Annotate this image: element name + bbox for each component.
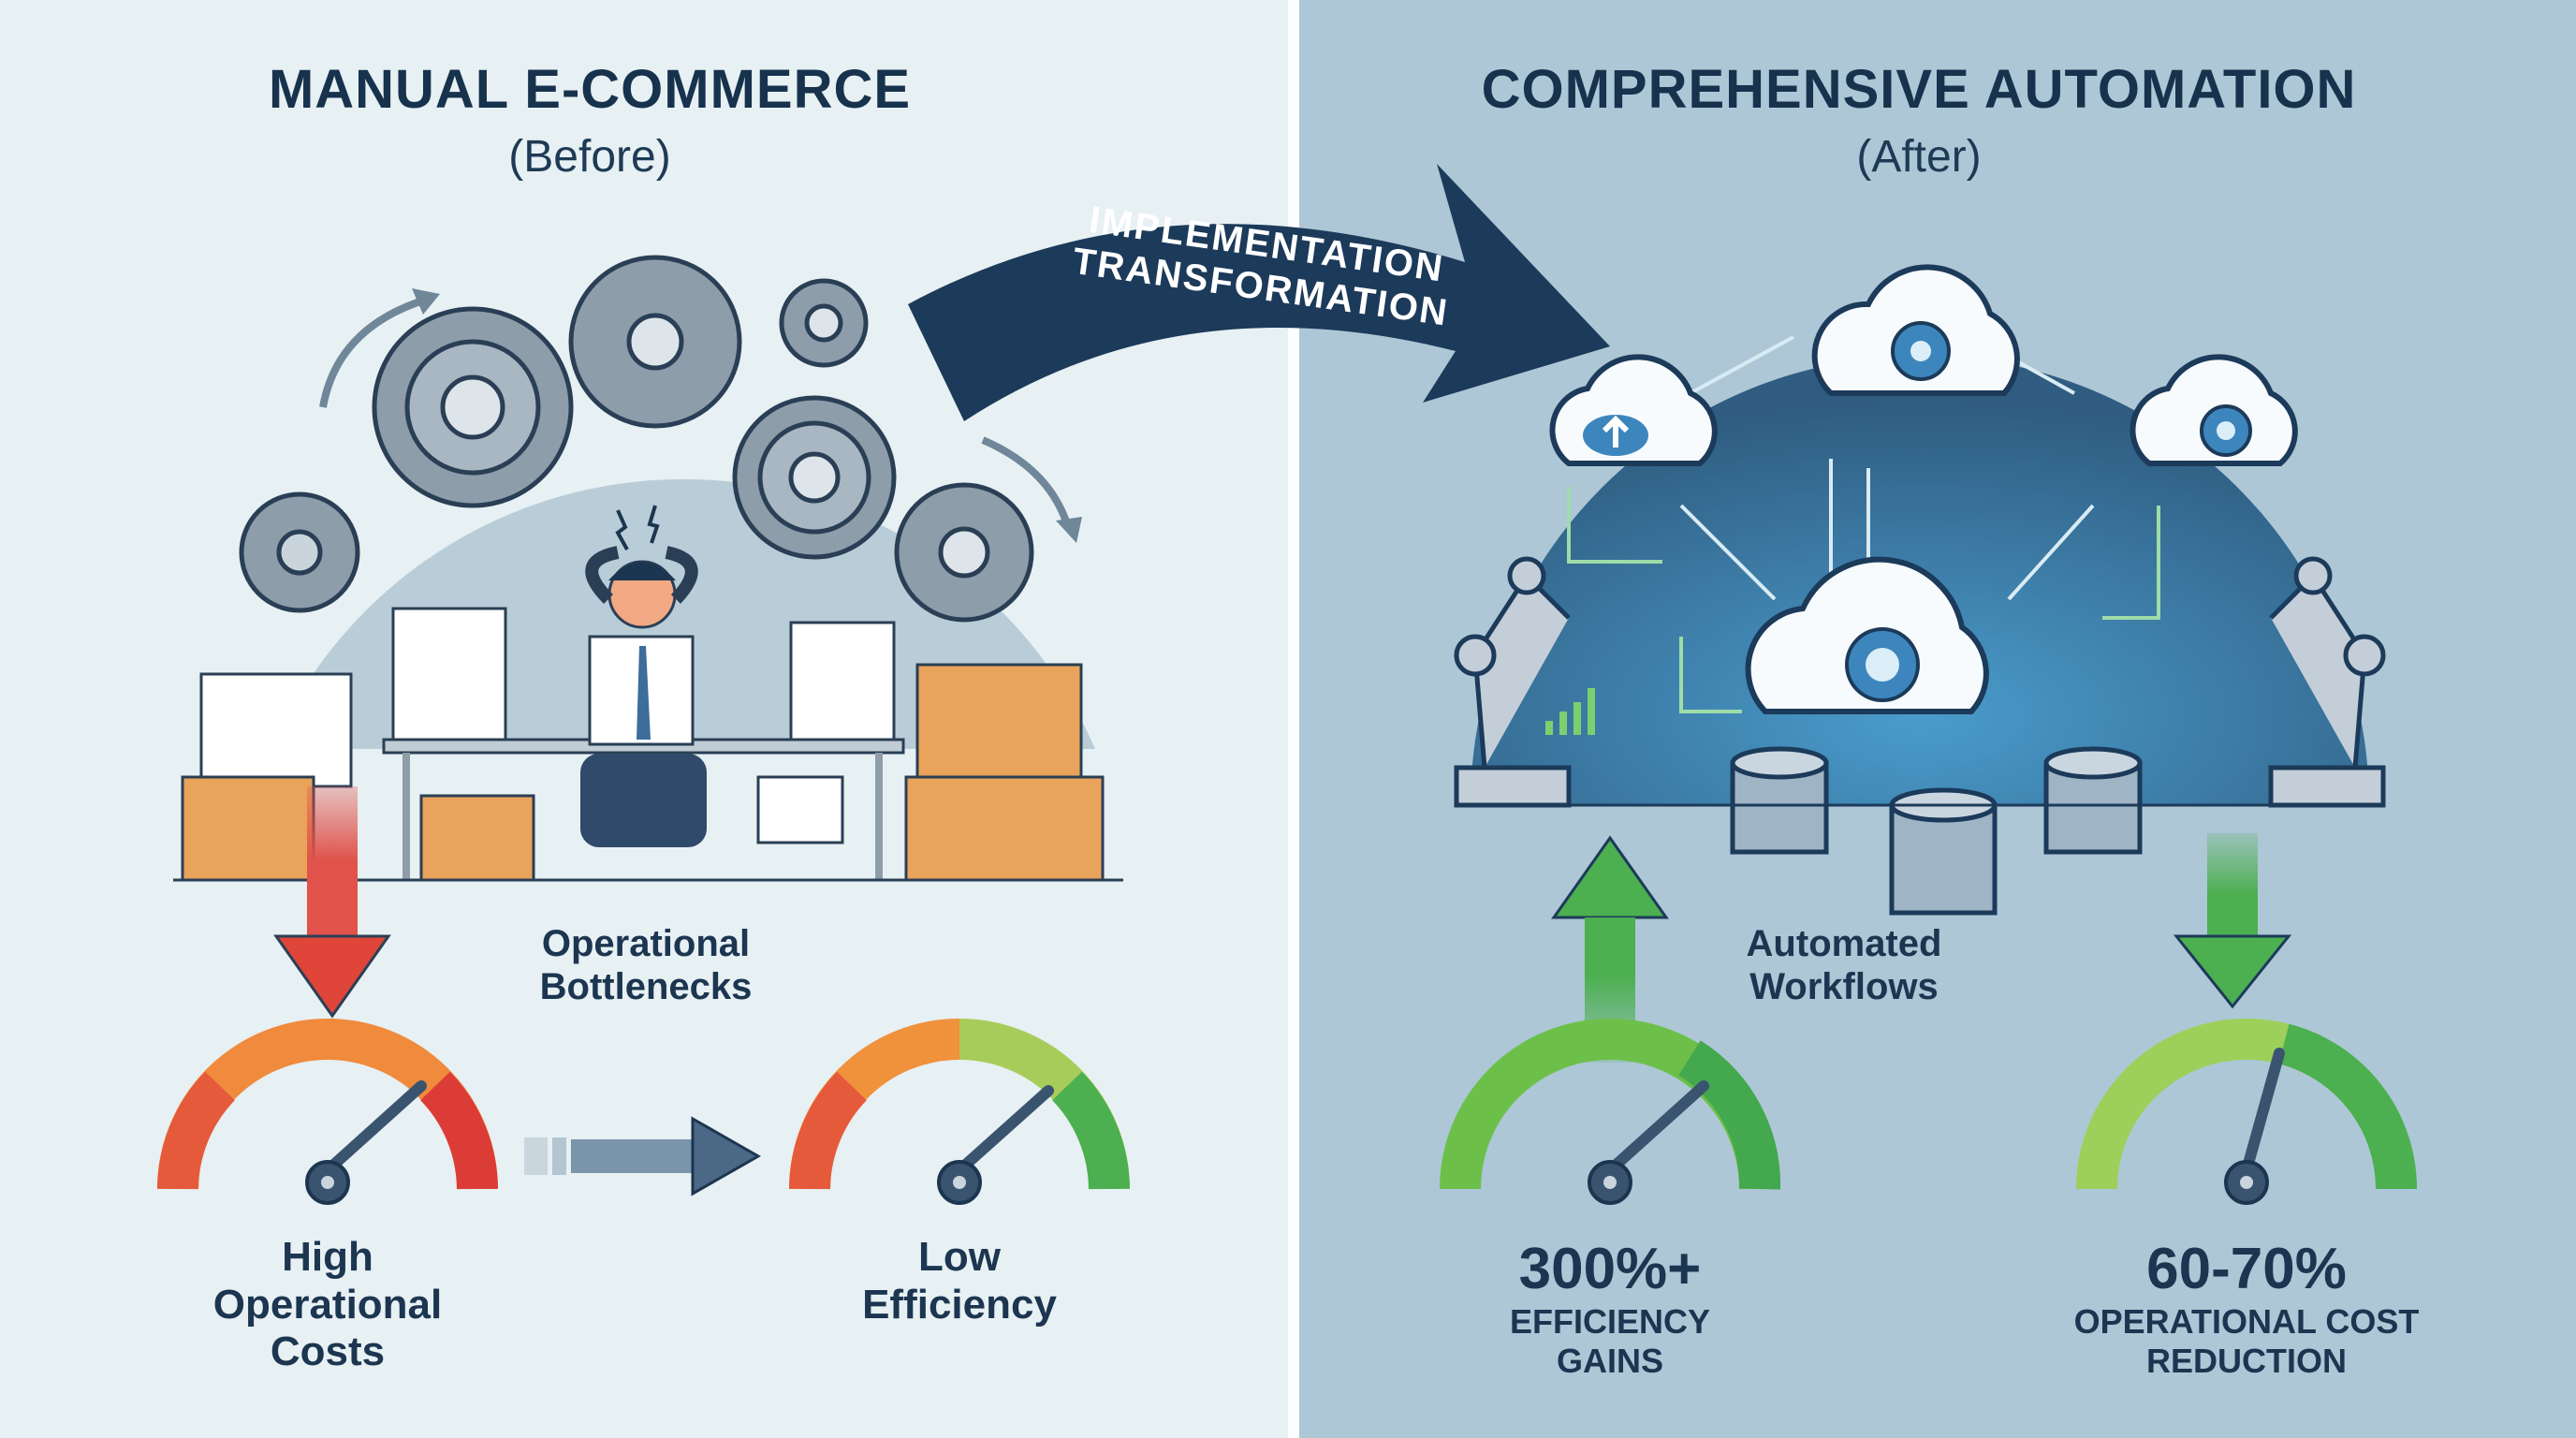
- after-title: COMPREHENSIVE AUTOMATION: [1481, 59, 2357, 120]
- bottlenecks-label: Operational Bottlenecks: [539, 923, 753, 1007]
- stressed-worker-icon: [580, 546, 707, 847]
- cost-increase-arrow-icon: [273, 786, 391, 1019]
- before-subtitle: (Before): [508, 132, 671, 182]
- automated-workflows-label: Automated Workflows: [1746, 923, 1942, 1007]
- efficiency-gain-label: 300%+ EFFICIENCY GAINS: [1423, 1236, 1797, 1380]
- gear-icon: [239, 255, 1034, 623]
- low-efficiency-label: Low Efficiency: [862, 1234, 1057, 1328]
- transition-arrow-icon: [524, 1116, 762, 1196]
- efficiency-gain-value: 300%+: [1518, 1237, 1702, 1301]
- high-cost-label: High Operational Costs: [212, 1234, 443, 1375]
- cost-reduction-gauge: [2076, 1019, 2417, 1205]
- transformation-arrow: [908, 164, 1610, 421]
- panel-divider: [1288, 0, 1299, 1438]
- manual-workspace-illustration: [173, 255, 1123, 882]
- efficiency-gain-gauge: [1440, 1019, 1781, 1205]
- low-efficiency-gauge: [789, 1019, 1130, 1205]
- automation-network-illustration: [1454, 264, 2386, 916]
- high-cost-gauge: [157, 1019, 498, 1205]
- after-subtitle: (After): [1856, 132, 1982, 182]
- before-title: MANUAL E-COMMERCE: [268, 59, 912, 120]
- cost-down-arrow-icon: [2173, 833, 2292, 1009]
- cost-reduction-value: 60-70%: [2146, 1237, 2347, 1301]
- cost-reduction-label: 60-70% OPERATIONAL COST REDUCTION: [2031, 1236, 2462, 1380]
